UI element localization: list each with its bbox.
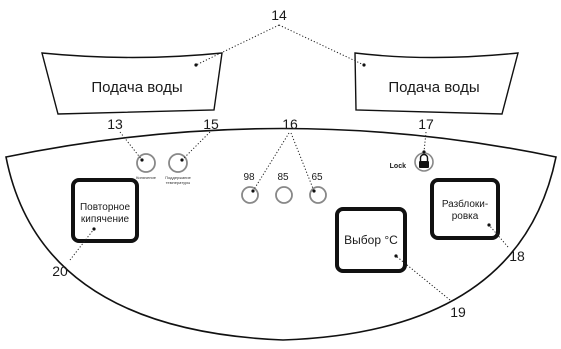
temperature-indicators: 98 85 65 xyxy=(241,172,327,204)
unlock-button-label-2: ровка xyxy=(452,211,479,222)
boil-indicator: Кипячение xyxy=(136,153,157,180)
callout-18: 18 xyxy=(509,248,525,264)
select-temperature-button[interactable]: Выбор °С xyxy=(335,207,407,273)
lock-label: Lock xyxy=(390,163,406,170)
unlock-button-label-1: Разблоки- xyxy=(442,198,488,210)
keep-warm-indicator: Поддержание температуры xyxy=(165,153,192,185)
callout-numbers: 14 13 15 16 17 18 19 20 xyxy=(52,7,525,320)
temperature-light-85 xyxy=(275,186,293,204)
keep-warm-indicator-label-1: Поддержание xyxy=(165,175,191,180)
callout-14: 14 xyxy=(271,7,287,23)
callout-17: 17 xyxy=(418,116,434,132)
temperature-light-65 xyxy=(309,186,327,204)
boil-indicator-label: Кипячение xyxy=(136,175,157,180)
water-supply-button-right[interactable]: Подача воды xyxy=(354,52,519,115)
water-supply-right-label: Подача воды xyxy=(388,79,479,96)
unlock-button[interactable]: Разблоки- ровка xyxy=(430,178,500,240)
temperature-label-65: 65 xyxy=(311,172,323,183)
temperature-label-85: 85 xyxy=(277,172,289,183)
reboil-button-label-1: Повторное xyxy=(80,202,131,213)
callout-15: 15 xyxy=(203,116,219,132)
temperature-label-98: 98 xyxy=(243,172,255,183)
callout-16: 16 xyxy=(282,116,298,132)
callout-20: 20 xyxy=(52,263,68,279)
reboil-button[interactable]: Повторное кипячение xyxy=(71,178,139,243)
reboil-button-label-2: кипячение xyxy=(81,214,130,225)
leader-lines xyxy=(69,24,509,301)
callout-19: 19 xyxy=(450,304,466,320)
water-supply-button-left[interactable]: Подача воды xyxy=(41,52,223,115)
temperature-light-98 xyxy=(241,186,259,204)
keep-warm-indicator-label-2: температуры xyxy=(166,180,191,185)
panel-outline xyxy=(5,127,557,341)
select-temperature-label: Выбор °С xyxy=(344,233,398,247)
padlock-icon xyxy=(419,153,429,168)
water-supply-left-label: Подача воды xyxy=(91,79,182,96)
callout-13: 13 xyxy=(107,116,123,132)
